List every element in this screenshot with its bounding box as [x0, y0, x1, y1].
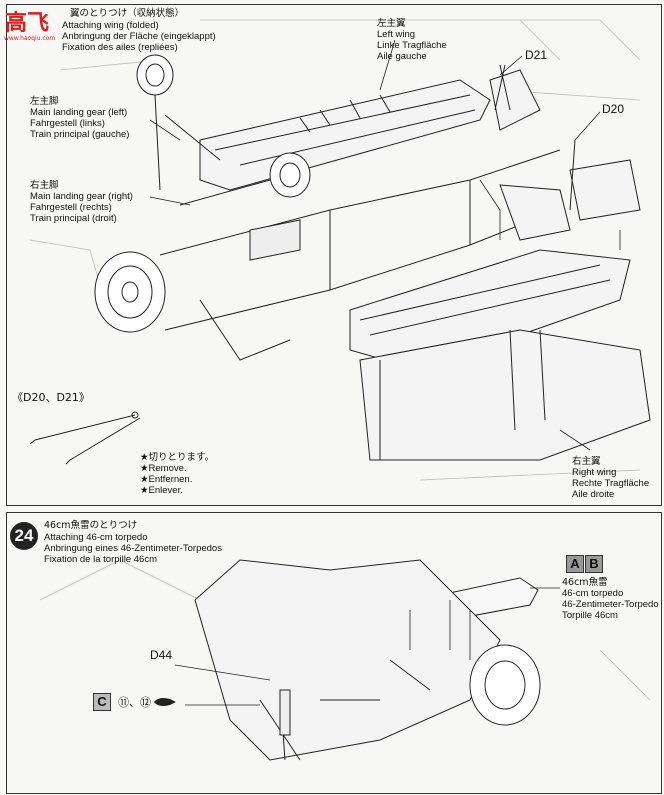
remove-jp: ★切りとります。	[140, 452, 215, 463]
gear-right-en: Main landing gear (right)	[30, 191, 133, 202]
remove-de: ★Entfernen.	[140, 474, 193, 485]
tail-drawing	[489, 64, 641, 241]
variant-c-badge: C	[93, 693, 111, 711]
step23-title-jp: 翼のとりつけ（収納状態）	[70, 8, 185, 19]
gear-right-jp: 右主脚	[30, 180, 59, 191]
d20-d21-part-drawing	[29, 411, 141, 465]
gear-left-de: Fahrgestell (links)	[30, 118, 105, 129]
main-gear-left-drawing	[136, 54, 221, 191]
left-wing-drawing	[199, 79, 491, 191]
variant-b-badge: B	[585, 555, 603, 573]
part-label-d20: D20	[602, 102, 625, 116]
step24-title-jp: 46cm魚雷のとりつけ	[44, 520, 138, 531]
torpedo-en: 46-cm torpedo	[562, 588, 624, 599]
part-label-d21: D21	[525, 48, 548, 62]
svg-text:www.haoqiu.com: www.haoqiu.com	[4, 35, 55, 42]
gear-left-fr: Train principal (gauche)	[30, 129, 130, 140]
svg-text:高飞: 高飞	[5, 10, 49, 36]
remove-en: ★Remove.	[140, 463, 187, 474]
main-gear-right-drawing	[179, 152, 311, 206]
remove-fr: ★Enlever.	[140, 485, 183, 496]
right-wing-fr: Aile droite	[572, 489, 615, 500]
torpedo-jp: 46cm魚雷	[562, 577, 608, 588]
decal-refs: ⑪、⑫	[118, 696, 151, 709]
gear-right-de: Fahrgestell (rechts)	[30, 202, 112, 213]
step-24-panel	[6, 512, 662, 794]
gear-left-en: Main landing gear (left)	[30, 107, 128, 118]
fuselage-drawing	[94, 149, 561, 361]
part-label-d44: D44	[150, 648, 173, 662]
variant-a-badge: A	[566, 555, 584, 573]
decal-pointer-icon	[154, 697, 176, 707]
callout-lines	[149, 39, 621, 451]
step23-title-fr: Fixation des ailes (repliées)	[62, 42, 178, 53]
step24-title-fr: Fixation de la torpille 46cm	[44, 554, 157, 565]
parts-detail-label: 《D20、D21》	[12, 391, 90, 404]
left-wing-fr: Aile gauche	[377, 51, 427, 62]
left-wing-jp: 左主翼	[377, 18, 406, 29]
step-24-number: 24	[10, 522, 38, 550]
step23-title-de: Anbringung der Fläche (eingeklappt)	[62, 31, 216, 42]
gear-left-jp: 左主脚	[30, 96, 59, 107]
gear-right-fr: Train principal (droit)	[30, 213, 117, 224]
left-wing-en: Left wing	[377, 29, 416, 40]
step24-title-de: Anbringung eines 46-Zentimeter-Torpedos	[44, 543, 222, 554]
watermark-logo: 高飞 www.haoqiu.com	[4, 10, 55, 42]
fuselage-bottom-drawing	[194, 559, 541, 761]
left-wing-de: Linke Tragfläche	[377, 40, 447, 51]
step-23-panel	[6, 4, 662, 506]
ghost-background-art	[29, 19, 651, 701]
step23-title-en: Attaching wing (folded)	[62, 20, 159, 31]
step24-title-en: Attaching 46-cm torpedo	[44, 532, 148, 543]
right-wing-en: Right wing	[572, 467, 617, 478]
right-wing-drawing	[349, 249, 651, 461]
callout-lines-step24	[174, 587, 560, 706]
torpedo-fr: Torpille 46cm	[562, 610, 618, 621]
torpedo-de: 46-Zentimeter-Torpedo	[562, 599, 659, 610]
right-wing-de: Rechte Tragfläche	[572, 478, 650, 489]
right-wing-jp: 右主翼	[572, 456, 601, 467]
